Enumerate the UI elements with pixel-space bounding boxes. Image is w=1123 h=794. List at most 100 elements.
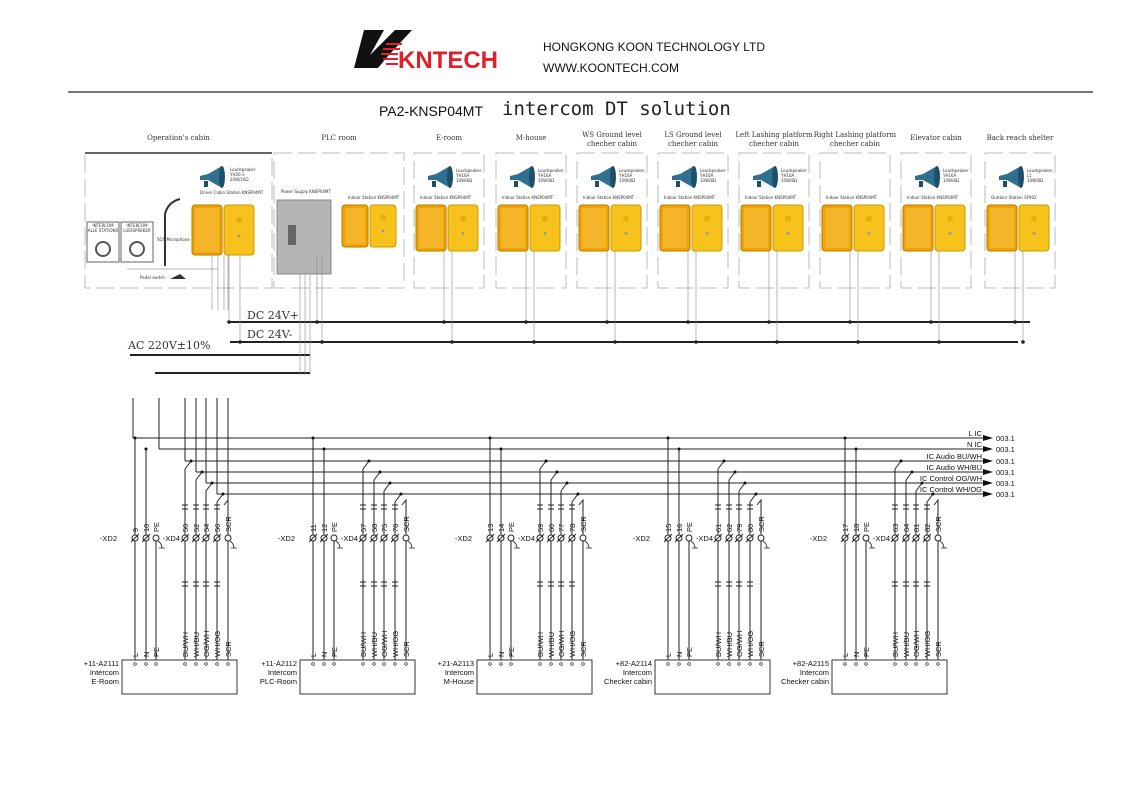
unit-box bbox=[476, 659, 593, 695]
unit-terminal bbox=[226, 662, 230, 666]
unit-label: Intercom bbox=[268, 668, 297, 677]
wire-label: OG/WH bbox=[912, 631, 921, 657]
call-button-icon bbox=[543, 232, 547, 236]
junction-dot bbox=[677, 447, 681, 451]
wire-label: WH/OG bbox=[213, 631, 222, 657]
junction-dot bbox=[227, 320, 231, 324]
unit-terminal bbox=[332, 662, 336, 666]
terminal-number: 14 bbox=[497, 524, 506, 532]
wire-label: L bbox=[664, 653, 673, 657]
terminal-slash bbox=[713, 533, 723, 543]
terminal-slash bbox=[724, 533, 734, 543]
terminal-slash bbox=[674, 533, 684, 543]
panel-label: ALLE STATIONS bbox=[88, 228, 119, 233]
bus-tap bbox=[373, 471, 381, 481]
intercom-station bbox=[497, 204, 561, 252]
unit-terminal bbox=[488, 662, 492, 666]
loudspeaker-icon bbox=[510, 166, 535, 188]
horn-bracket bbox=[676, 181, 680, 187]
wire-label: OG/WH bbox=[202, 631, 211, 657]
wire-label: WH/BU bbox=[902, 632, 911, 657]
unit-terminal bbox=[925, 662, 929, 666]
junction-dot bbox=[238, 340, 242, 344]
bus-tap bbox=[926, 493, 934, 503]
cabin-boundary bbox=[984, 152, 1056, 289]
junction-dot bbox=[605, 320, 609, 324]
terminal-number: 57 bbox=[359, 524, 368, 532]
speaker-grille-icon bbox=[623, 215, 629, 222]
station-body bbox=[853, 204, 885, 252]
terminal-strip-xd2: -XD2 bbox=[278, 534, 295, 543]
intercom-station bbox=[191, 204, 255, 256]
power-supply-cabinet bbox=[276, 199, 332, 275]
junction-dot bbox=[322, 447, 326, 451]
loudspeaker-label: YH16A bbox=[942, 173, 957, 178]
horn-bracket bbox=[595, 181, 599, 187]
bus-tap bbox=[728, 471, 736, 481]
unit-terminal bbox=[666, 662, 670, 666]
loudspeaker-label: YH16A bbox=[780, 173, 795, 178]
call-button-icon bbox=[461, 232, 465, 236]
terminal-number: PE bbox=[330, 522, 339, 532]
wire-label: L bbox=[486, 653, 495, 657]
unit-terminal bbox=[581, 662, 585, 666]
station-door-inner bbox=[990, 208, 1014, 248]
screen-wire bbox=[756, 498, 762, 660]
station-label: Outdoor Station SF902 bbox=[991, 195, 1037, 200]
cabin-name: Operation's cabin bbox=[147, 134, 210, 142]
speaker-grille-icon bbox=[866, 215, 872, 222]
unit-terminal bbox=[727, 662, 731, 666]
unit-terminal bbox=[372, 662, 376, 666]
unit-terminal bbox=[538, 662, 542, 666]
bus-tap bbox=[894, 460, 902, 470]
intercom-station bbox=[986, 204, 1050, 252]
cabin-elevator-cabin: Elevator cabinLoudspeakerYH16A10W/8ΩIndo… bbox=[900, 134, 972, 289]
cabin-name: Back reach shelter bbox=[987, 134, 1054, 142]
cabin-name: Left Lashing platform bbox=[735, 131, 813, 139]
ground-icon bbox=[335, 540, 343, 549]
loudspeaker-label: Loudspeaker bbox=[456, 168, 482, 173]
junction-dot bbox=[133, 436, 137, 440]
terminal-strip-xd2: -XD2 bbox=[100, 534, 117, 543]
cabin-name: checher cabin bbox=[668, 140, 719, 148]
speaker-grille-icon bbox=[542, 215, 548, 222]
loudspeaker-label: YH16A bbox=[618, 173, 633, 178]
speaker-grille-icon bbox=[380, 214, 386, 221]
unit-label: Intercom bbox=[623, 668, 652, 677]
terminal-number: 77 bbox=[557, 524, 566, 532]
junction-dot bbox=[488, 436, 492, 440]
bus-tap bbox=[749, 493, 757, 503]
terminal-number: 58 bbox=[370, 524, 379, 532]
ac-label: AC 220V±10% bbox=[127, 339, 210, 352]
cabin-name: LS Ground level bbox=[664, 131, 722, 139]
wire-label: WH/BU bbox=[547, 632, 556, 657]
speaker-grille-icon bbox=[785, 215, 791, 222]
terminal bbox=[685, 534, 693, 542]
loudspeaker-label: 10W/8Ω bbox=[781, 178, 797, 183]
speaker-grille-icon bbox=[236, 217, 242, 223]
call-button-icon bbox=[948, 232, 952, 236]
terminal-strip-xd2: -XD2 bbox=[455, 534, 472, 543]
bus-tap bbox=[560, 482, 568, 492]
bus-label: IC Audio BU/WH bbox=[927, 452, 982, 461]
unit-terminal bbox=[864, 662, 868, 666]
call-button-icon bbox=[1032, 232, 1036, 236]
station-body bbox=[691, 204, 723, 252]
terminal-number: 9 bbox=[131, 528, 140, 532]
loudspeaker-icon bbox=[999, 166, 1024, 188]
junction-dot bbox=[686, 320, 690, 324]
cabin-boundary bbox=[819, 152, 891, 289]
wire-label: N bbox=[142, 652, 151, 657]
unit-label: +21-A2113 bbox=[438, 659, 474, 668]
terminal-slash bbox=[369, 533, 379, 543]
terminal-slash bbox=[890, 533, 900, 543]
wire-label: SCR bbox=[224, 641, 233, 657]
junction-dot bbox=[694, 340, 698, 344]
terminal-strip-xd2: -XD2 bbox=[810, 534, 827, 543]
junction-dot bbox=[200, 470, 204, 474]
wire-label: PE bbox=[152, 647, 161, 657]
